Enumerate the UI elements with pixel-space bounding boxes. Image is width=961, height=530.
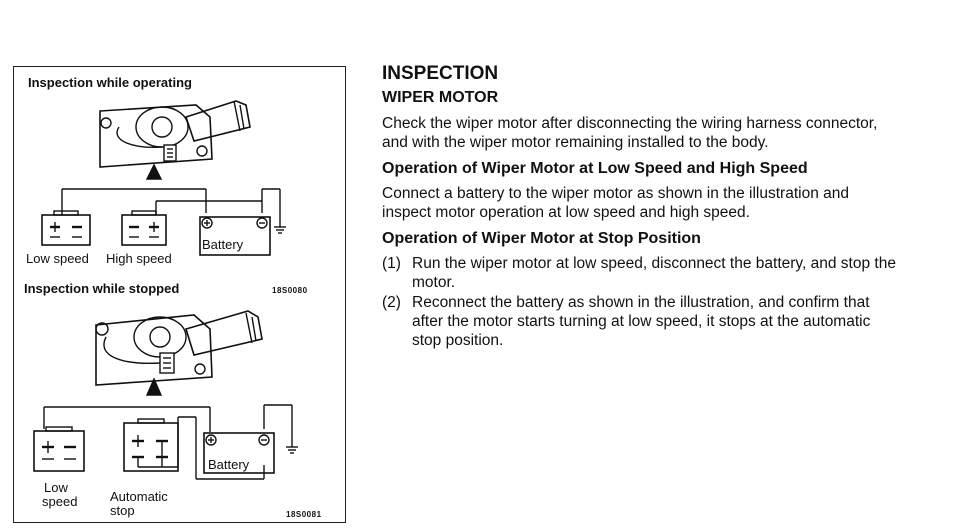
automatic-label: Automatic xyxy=(110,489,168,504)
bottom-wiring xyxy=(33,404,298,480)
intro-paragraph: Check the wiper motor after disconnectin… xyxy=(382,115,878,151)
low-speed-label: Low speed xyxy=(26,251,89,266)
inspection-figure: Inspection while operating Battery Low s… xyxy=(13,66,346,523)
paragraph-low-high: Connect a battery to the wiper motor as … xyxy=(382,185,849,221)
step-text: Reconnect the battery as shown in the il… xyxy=(412,294,871,349)
step-item: (2) Reconnect the battery as shown in th… xyxy=(382,293,902,350)
inspection-text: INSPECTION WIPER MOTOR Check the wiper m… xyxy=(382,62,902,351)
step-number: (1) xyxy=(382,255,401,272)
low-label-bottom: Low xyxy=(44,480,68,495)
high-speed-label: High speed xyxy=(106,251,172,266)
figure-heading-stopped: Inspection while stopped xyxy=(24,281,180,296)
figure-code-bottom: 18S0081 xyxy=(286,510,322,519)
battery-label-bottom: Battery xyxy=(208,457,250,472)
heading-low-high: Operation of Wiper Motor at Low Speed an… xyxy=(382,160,808,177)
step-number: (2) xyxy=(382,294,401,311)
step-text: Run the wiper motor at low speed, discon… xyxy=(412,255,896,291)
wiper-motor-top xyxy=(99,100,251,180)
sub-title: WIPER MOTOR xyxy=(382,89,499,106)
step-item: (1) Run the wiper motor at low speed, di… xyxy=(382,254,902,292)
stop-label: stop xyxy=(110,503,135,518)
wiring-diagram xyxy=(33,100,298,480)
wiper-motor-bottom xyxy=(95,310,263,396)
speed-label-bottom: speed xyxy=(42,494,78,509)
stop-steps: (1) Run the wiper motor at low speed, di… xyxy=(382,254,902,350)
top-wiring xyxy=(41,188,286,256)
battery-label-top: Battery xyxy=(202,237,244,252)
figure-code-top: 18S0080 xyxy=(272,286,308,295)
section-title: INSPECTION xyxy=(382,63,499,84)
figure-heading-operating: Inspection while operating xyxy=(28,75,192,90)
heading-stop: Operation of Wiper Motor at Stop Positio… xyxy=(382,230,701,247)
